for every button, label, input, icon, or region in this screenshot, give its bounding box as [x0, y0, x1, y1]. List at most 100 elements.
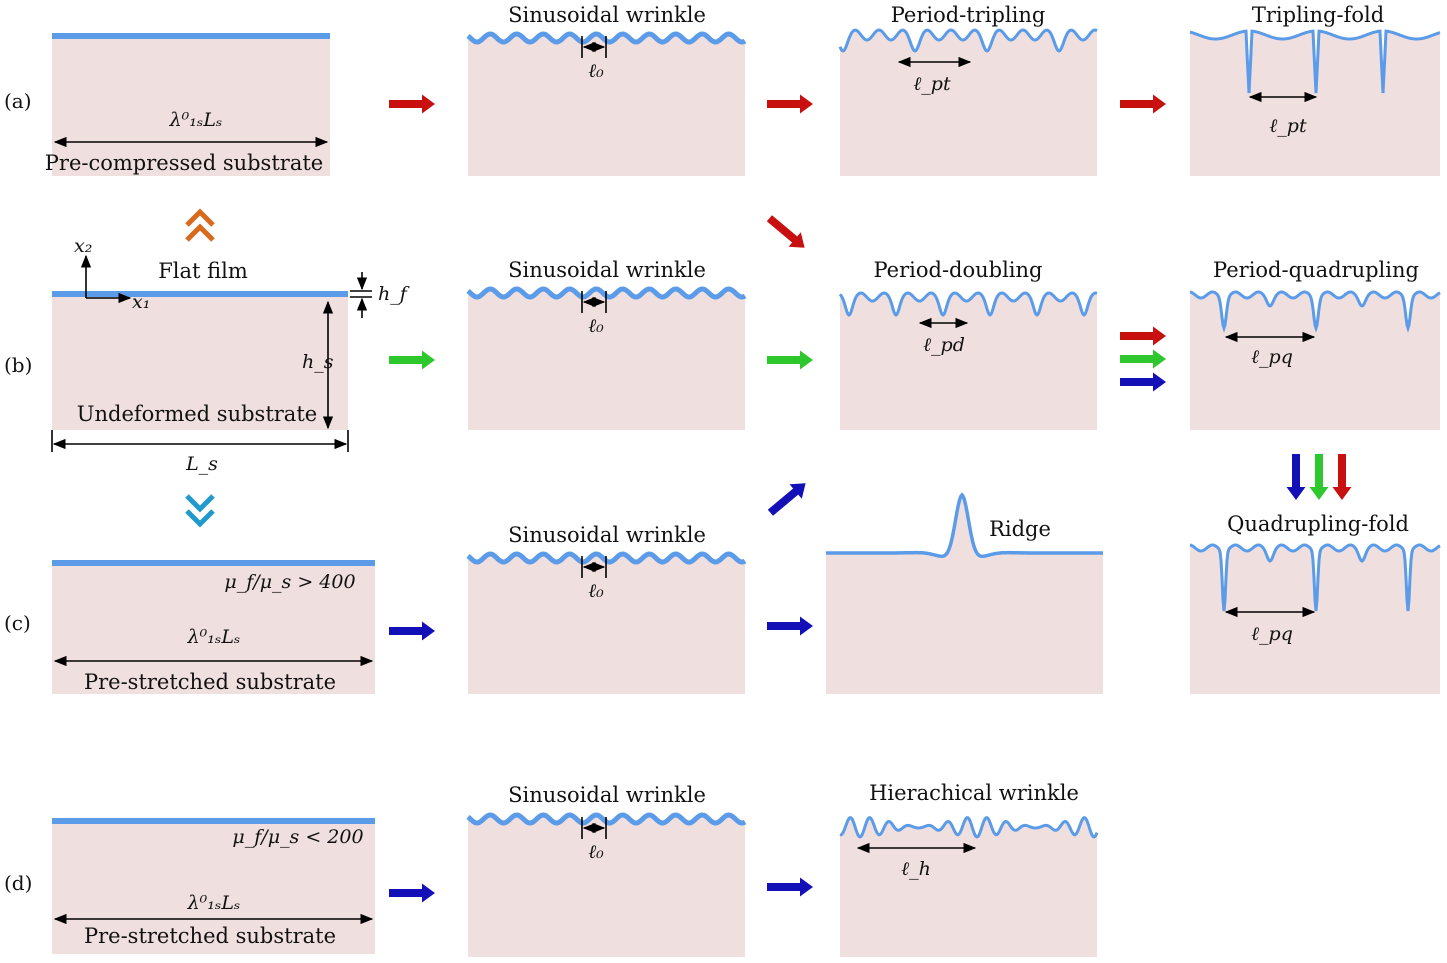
substrate-caption: Pre-stretched substrate: [84, 670, 336, 694]
panel-quadrupling-fold: Quadrupling-fold ℓ_pq: [1189, 512, 1441, 694]
arrow-right-icon: [389, 94, 435, 114]
arrow-right-icon: [389, 350, 435, 370]
film-layer: [52, 560, 375, 566]
panel-ridge: Ridge: [826, 492, 1103, 694]
arrow-down-right-icon: [766, 215, 805, 248]
flat-film-title: Flat film: [158, 259, 248, 283]
wavelength-label: ℓ₀: [588, 60, 604, 82]
hierarchical-title: Hierachical wrinkle: [869, 781, 1079, 805]
substrate-block: [1190, 292, 1440, 430]
sinusoidal-wrinkle-title: Sinusoidal wrinkle: [508, 3, 706, 27]
x1-label: x₁: [132, 291, 150, 313]
film-profile: [838, 28, 1098, 53]
period-doubling-title: Period-doubling: [873, 258, 1042, 282]
panel-hierarchical-wrinkle: Hierachical wrinkle ℓ_h: [839, 781, 1099, 957]
substrate-block: [840, 293, 1097, 430]
panel-sinusoidal-wrinkle: Sinusoidal wrinkle ℓ₀: [466, 3, 747, 176]
substrate-block: [468, 289, 745, 430]
x2-label: x₂: [74, 235, 92, 257]
wavelength-label: ℓ₀: [588, 315, 604, 337]
substrate-block: [468, 554, 745, 694]
sinusoidal-wrinkle-title: Sinusoidal wrinkle: [508, 258, 706, 282]
panel-period-doubling: Period-doubling ℓ_pd: [838, 258, 1098, 430]
panel-sinusoidal-wrinkle: Sinusoidal wrinkle ℓ₀: [466, 783, 747, 957]
row-label-b: (b): [4, 353, 32, 377]
film-layer: [52, 818, 375, 824]
film-profile: [838, 291, 1098, 317]
arrow-down-icon: [1332, 454, 1352, 500]
row-label-a: (a): [4, 89, 32, 113]
ridge-title: Ridge: [989, 517, 1051, 541]
sinusoidal-wrinkle-title: Sinusoidal wrinkle: [508, 523, 706, 547]
film-profile: [826, 492, 1103, 559]
arrow-right-icon: [767, 616, 813, 636]
arrow-down-icon: [1309, 454, 1329, 500]
film-profile: [1189, 543, 1441, 612]
substrate-block: [1190, 545, 1440, 694]
substrate-block: [52, 564, 375, 694]
panel-b-undeformed: Flat film x₂ x₁ h_f h_s Undeformed subst…: [51, 235, 410, 475]
panel-a-precompressed: λ⁰₁ₛLₛ Pre-compressed substrate: [45, 33, 330, 176]
sinusoidal-wrinkle-title: Sinusoidal wrinkle: [508, 783, 706, 807]
modulus-ratio-label: μ_f/μ_s > 400: [224, 571, 355, 593]
substrate-block: [468, 34, 745, 176]
arrow-right-icon: [1120, 349, 1166, 369]
length-label: λ⁰₁ₛLₛ: [169, 109, 223, 131]
period-tripling-title: Period-tripling: [891, 3, 1046, 27]
substrate-block: [826, 495, 1103, 694]
arrow-up-right-icon: [767, 483, 806, 516]
wavelength-label: ℓ₀: [588, 841, 604, 863]
row-label-c: (c): [4, 611, 31, 635]
substrate-caption: Undeformed substrate: [77, 402, 317, 426]
substrate-block: [52, 822, 375, 954]
panel-d-prestretched: μ_f/μ_s < 200 λ⁰₁ₛLₛ Pre-stretched subst…: [52, 818, 375, 954]
arrow-right-icon: [1120, 372, 1166, 392]
wavelength-label: ℓ_h: [901, 858, 931, 880]
substrate-block: [52, 296, 348, 430]
wavelength-label: ℓ₀: [588, 580, 604, 602]
substrate-caption: Pre-stretched substrate: [84, 924, 336, 948]
panel-period-tripling: Period-tripling ℓ_pt: [838, 3, 1098, 176]
arrow-right-icon: [767, 94, 813, 114]
row-label-d: (d): [4, 871, 32, 895]
wavelength-label: ℓ_pt: [913, 73, 951, 95]
arrow-right-icon: [389, 621, 435, 641]
hs-label: h_s: [302, 351, 334, 373]
substrate-block: [840, 817, 1097, 957]
period-quadrupling-title: Period-quadrupling: [1213, 258, 1419, 282]
wavelength-label: ℓ_pd: [923, 334, 965, 356]
arrow-right-icon: [389, 883, 435, 903]
length-label: λ⁰₁ₛLₛ: [187, 626, 241, 648]
modulus-ratio-label: μ_f/μ_s < 200: [232, 826, 363, 848]
arrow-right-icon: [767, 877, 813, 897]
wavelength-label: ℓ_pt: [1269, 115, 1307, 137]
panel-c-prestretched: μ_f/μ_s > 400 λ⁰₁ₛLₛ Pre-stretched subst…: [52, 560, 375, 694]
substrate-block: [468, 815, 745, 957]
film-profile: [1189, 290, 1441, 333]
film-layer: [52, 33, 330, 39]
panel-tripling-fold: Tripling-fold ℓ_pt: [1189, 3, 1441, 177]
panel-sinusoidal-wrinkle: Sinusoidal wrinkle ℓ₀: [466, 523, 747, 694]
substrate-caption: Pre-compressed substrate: [45, 151, 323, 175]
chevron-up-icon: [185, 208, 215, 242]
panel-period-quadrupling: Period-quadrupling ℓ_pq: [1189, 258, 1441, 430]
arrow-right-icon: [1120, 94, 1166, 114]
film-profile: [839, 816, 1099, 839]
tripling-fold-title: Tripling-fold: [1252, 3, 1384, 27]
substrate-block: [1190, 31, 1440, 177]
panel-sinusoidal-wrinkle: Sinusoidal wrinkle ℓ₀: [466, 258, 747, 430]
ls-label: L_s: [185, 453, 218, 475]
hf-label: h_f: [378, 283, 410, 305]
wavelength-label: ℓ_pq: [1251, 346, 1293, 368]
film-layer: [52, 291, 348, 297]
wavelength-label: ℓ_pq: [1251, 623, 1293, 645]
arrow-right-icon: [767, 350, 813, 370]
length-label: λ⁰₁ₛLₛ: [187, 892, 241, 914]
arrow-down-icon: [1286, 454, 1306, 500]
film-profile: [1189, 29, 1441, 94]
chevron-down-icon: [185, 494, 215, 528]
arrow-right-icon: [1120, 326, 1166, 346]
quadrupling-fold-title: Quadrupling-fold: [1227, 512, 1409, 536]
substrate-block: [52, 37, 330, 176]
